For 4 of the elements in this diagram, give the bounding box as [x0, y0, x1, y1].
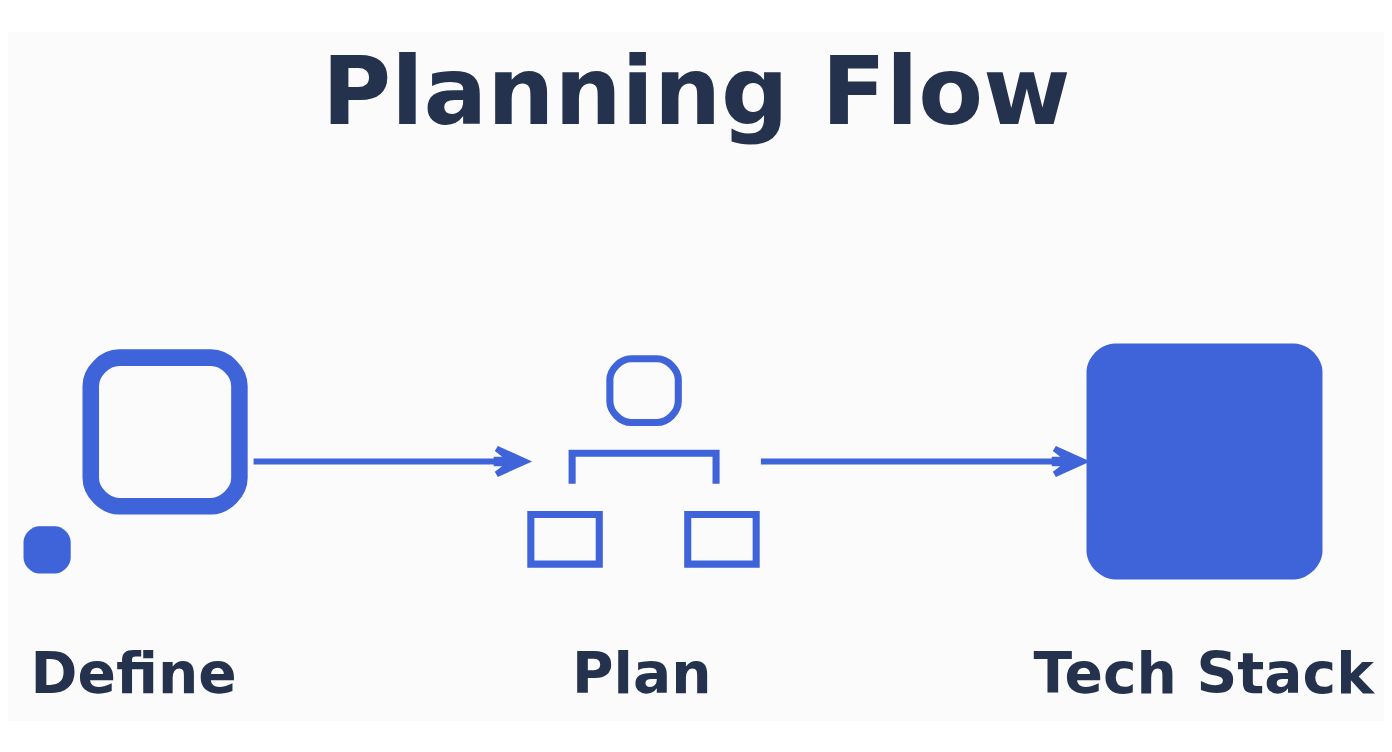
node-label: Define: [30, 639, 237, 706]
node-label: Plan: [572, 639, 712, 706]
node-label: Tech Stack: [1033, 639, 1374, 706]
diagram-title: Planning Flow: [322, 35, 1071, 146]
